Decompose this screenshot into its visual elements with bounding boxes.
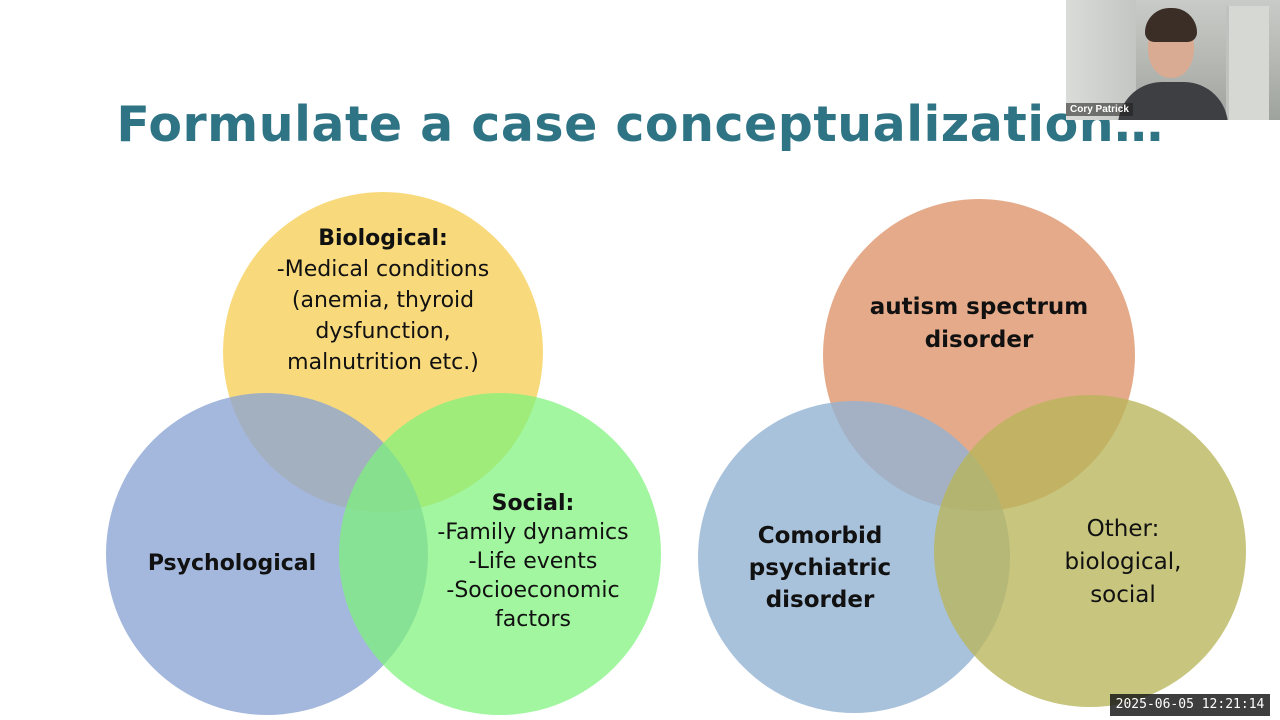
video-background: [1066, 0, 1136, 120]
other-line: social: [1090, 582, 1156, 608]
biological-header: Biological:: [318, 226, 448, 251]
autism-line: disorder: [924, 327, 1034, 353]
psychological-label: Psychological: [147, 551, 317, 576]
comorbid-line: psychiatric: [748, 555, 892, 581]
participant-silhouette: [1145, 8, 1197, 42]
slide-title: Formulate a case conceptualization…: [116, 96, 1164, 153]
other-circle: [934, 395, 1246, 707]
social-line: factors: [495, 607, 571, 632]
social-text: Social: -Family dynamics -Life events -S…: [423, 489, 643, 634]
recording-timestamp: 2025-06-05 12:21:14: [1110, 694, 1270, 716]
biological-line: dysfunction,: [315, 319, 451, 344]
social-circle: [339, 393, 661, 715]
autism-line: autism spectrum: [869, 294, 1089, 320]
biological-line: (anemia, thyroid: [291, 288, 475, 313]
video-background: [1226, 6, 1269, 120]
biological-text: Biological: -Medical conditions (anemia,…: [233, 223, 533, 378]
comorbid-line: disorder: [765, 587, 875, 613]
comorbid-line: Comorbid: [757, 523, 883, 549]
biological-line: -Medical conditions: [276, 257, 490, 282]
participant-name-label: Cory Patrick: [1066, 103, 1133, 116]
social-line: -Life events: [468, 549, 598, 574]
other-line: Other:: [1086, 516, 1160, 542]
comorbid-text: Comorbid psychiatric disorder: [720, 520, 920, 616]
other-line: biological,: [1064, 549, 1182, 575]
social-header: Social:: [491, 491, 575, 516]
social-line: -Socioeconomic: [446, 578, 620, 603]
other-text: Other: biological, social: [1023, 513, 1223, 612]
participant-video-tile[interactable]: Cory Patrick: [1066, 0, 1280, 120]
autism-text: autism spectrum disorder: [843, 291, 1115, 357]
social-line: -Family dynamics: [437, 520, 629, 545]
biological-line: malnutrition etc.): [287, 350, 479, 375]
